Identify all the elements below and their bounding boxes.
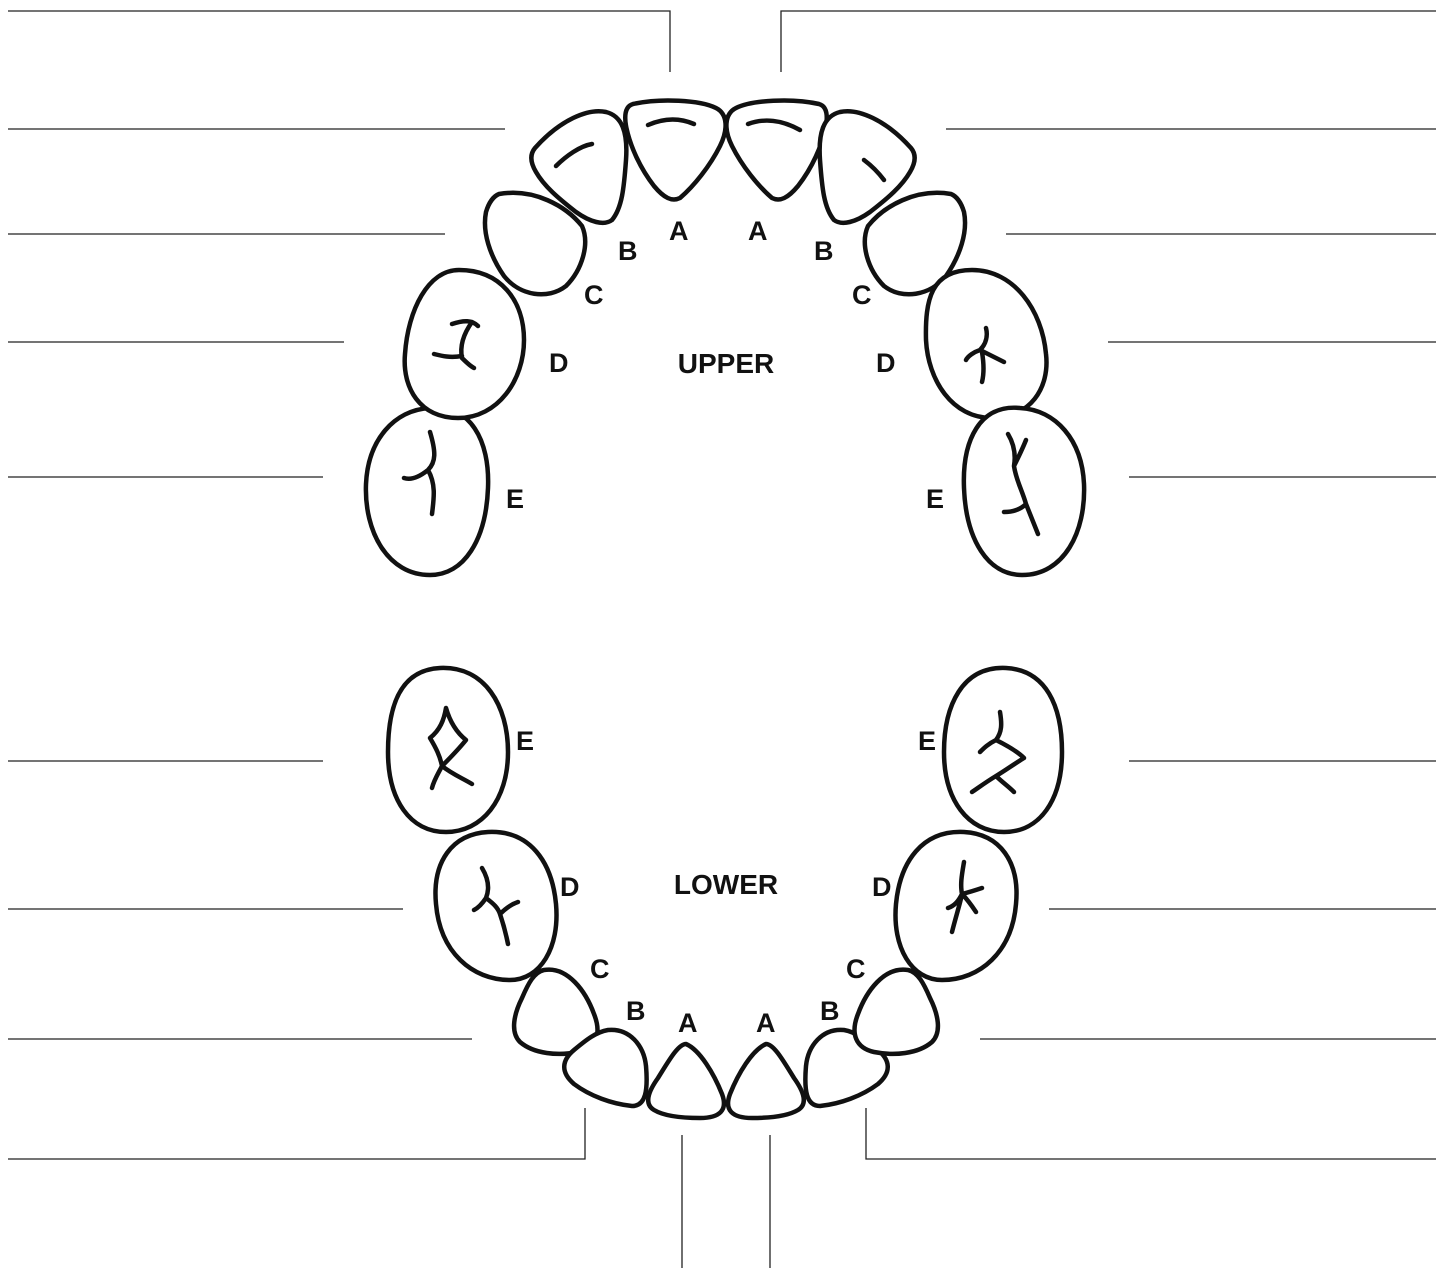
answer-line xyxy=(866,1108,1436,1159)
tooth-letter: A xyxy=(669,216,689,246)
tooth-letter: B xyxy=(618,236,638,266)
tooth-letter: E xyxy=(926,484,944,514)
tooth-lower-right-a xyxy=(728,1044,804,1118)
tooth-letter: A xyxy=(756,1008,776,1038)
tooth-upper-left-d xyxy=(405,270,524,418)
tooth-upper-left-e xyxy=(366,408,488,575)
tooth-letter: D xyxy=(872,872,892,902)
tooth-letter: A xyxy=(678,1008,698,1038)
upper-jaw-label: UPPER xyxy=(678,348,774,379)
tooth-letter: D xyxy=(560,872,580,902)
tooth-letter: C xyxy=(852,280,872,310)
tooth-upper-right-d xyxy=(926,270,1047,418)
tooth-lower-right-e xyxy=(944,668,1062,832)
tooth-lower-left-a xyxy=(648,1044,724,1118)
tooth-lower-left-d xyxy=(435,832,556,980)
tooth-upper-right-e xyxy=(964,408,1084,575)
tooth-upper-right-a xyxy=(726,101,826,200)
tooth-letter: B xyxy=(814,236,834,266)
tooth-letter: A xyxy=(748,216,768,246)
upper-arch: A A B B C C D D E E UPPER xyxy=(366,101,1084,575)
lower-jaw-label: LOWER xyxy=(674,869,778,900)
tooth-letter: C xyxy=(584,280,604,310)
tooth-upper-left-a xyxy=(625,101,725,200)
tooth-letter: B xyxy=(626,996,646,1026)
tooth-letter: D xyxy=(876,348,896,378)
tooth-lower-right-c xyxy=(855,970,938,1054)
tooth-letter: D xyxy=(549,348,569,378)
answer-lines xyxy=(8,11,1436,1268)
answer-line xyxy=(8,11,670,72)
tooth-lower-right-d xyxy=(895,832,1016,980)
tooth-letter: E xyxy=(918,726,936,756)
answer-line xyxy=(8,1108,585,1159)
lower-arch: E E D D C C B B A A LOWER xyxy=(388,668,1062,1118)
tooth-letter: C xyxy=(846,954,866,984)
tooth-letter: C xyxy=(590,954,610,984)
tooth-letter: E xyxy=(516,726,534,756)
tooth-letter: E xyxy=(506,484,524,514)
tooth-lower-left-e xyxy=(388,668,508,832)
tooth-letter: B xyxy=(820,996,840,1026)
answer-line xyxy=(781,11,1436,72)
